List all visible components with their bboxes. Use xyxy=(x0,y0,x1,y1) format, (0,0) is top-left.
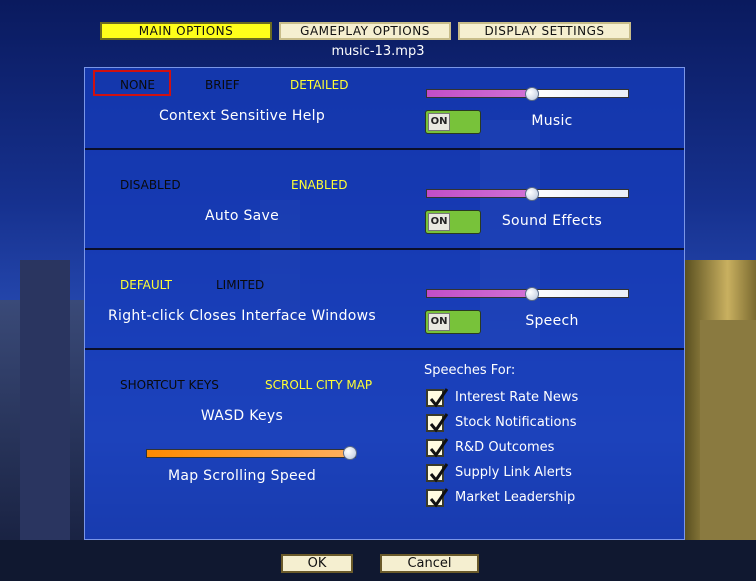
map-scroll-speed-slider[interactable] xyxy=(146,449,356,458)
music-toggle[interactable]: ON xyxy=(425,110,481,134)
checkbox-checked-icon[interactable] xyxy=(426,463,449,483)
tab-gameplay-options[interactable]: GAMEPLAY OPTIONS xyxy=(279,22,451,40)
map-scroll-speed-label: Map Scrolling Speed xyxy=(167,468,317,484)
sound-effects-toggle[interactable]: ON xyxy=(425,210,481,234)
help-option-none[interactable]: NONE xyxy=(120,78,155,92)
tab-display-settings[interactable]: DISPLAY SETTINGS xyxy=(458,22,631,40)
speeches-title: Speeches For: xyxy=(424,363,516,378)
context-help-label: Context Sensitive Help xyxy=(158,108,326,124)
autosave-label: Auto Save xyxy=(204,208,280,224)
sound-effects-toggle-label: ON xyxy=(428,213,450,231)
speech-toggle-label: ON xyxy=(428,313,450,331)
keys-option-shortcut[interactable]: SHORTCUT KEYS xyxy=(120,378,219,392)
help-option-brief[interactable]: BRIEF xyxy=(205,78,240,92)
rightclick-option-limited[interactable]: LIMITED xyxy=(216,278,265,292)
music-volume-knob[interactable] xyxy=(525,87,539,101)
wasd-label: WASD Keys xyxy=(200,408,284,424)
sound-effects-volume-knob[interactable] xyxy=(525,187,539,201)
section-divider xyxy=(85,148,684,150)
options-panel: NONE BRIEF DETAILED Context Sensitive He… xyxy=(84,67,685,540)
now-playing-track: music-13.mp3 xyxy=(331,44,425,59)
help-option-detailed[interactable]: DETAILED xyxy=(290,78,349,92)
speech-item-label: Interest Rate News xyxy=(455,390,579,405)
music-label: Music xyxy=(531,113,573,129)
speech-item-label: Market Leadership xyxy=(455,490,576,505)
autosave-option-enabled[interactable]: ENABLED xyxy=(291,178,348,192)
autosave-option-disabled[interactable]: DISABLED xyxy=(120,178,181,192)
checkbox-checked-icon[interactable] xyxy=(426,438,449,458)
checkbox-checked-icon[interactable] xyxy=(426,388,449,408)
keys-option-scroll-map[interactable]: SCROLL CITY MAP xyxy=(265,378,373,392)
ok-button[interactable]: OK xyxy=(281,554,353,573)
section-divider xyxy=(85,248,684,250)
rightclick-option-default[interactable]: DEFAULT xyxy=(120,278,172,292)
speech-toggle[interactable]: ON xyxy=(425,310,481,334)
rightclick-label: Right-click Closes Interface Windows xyxy=(108,308,376,324)
speech-item-label: Supply Link Alerts xyxy=(455,465,572,480)
checkbox-checked-icon[interactable] xyxy=(426,413,449,433)
selection-highlight-box xyxy=(93,70,171,96)
sound-effects-label: Sound Effects xyxy=(501,213,603,229)
music-toggle-label: ON xyxy=(428,113,450,131)
cancel-button[interactable]: Cancel xyxy=(380,554,479,573)
section-divider xyxy=(85,348,684,350)
checkbox-checked-icon[interactable] xyxy=(426,488,449,508)
speech-label: Speech xyxy=(525,313,579,329)
speech-item-label: Stock Notifications xyxy=(455,415,577,430)
speech-volume-knob[interactable] xyxy=(525,287,539,301)
speech-item-label: R&D Outcomes xyxy=(455,440,555,455)
tab-main-options[interactable]: MAIN OPTIONS xyxy=(100,22,272,40)
map-scroll-speed-knob[interactable] xyxy=(343,446,357,460)
